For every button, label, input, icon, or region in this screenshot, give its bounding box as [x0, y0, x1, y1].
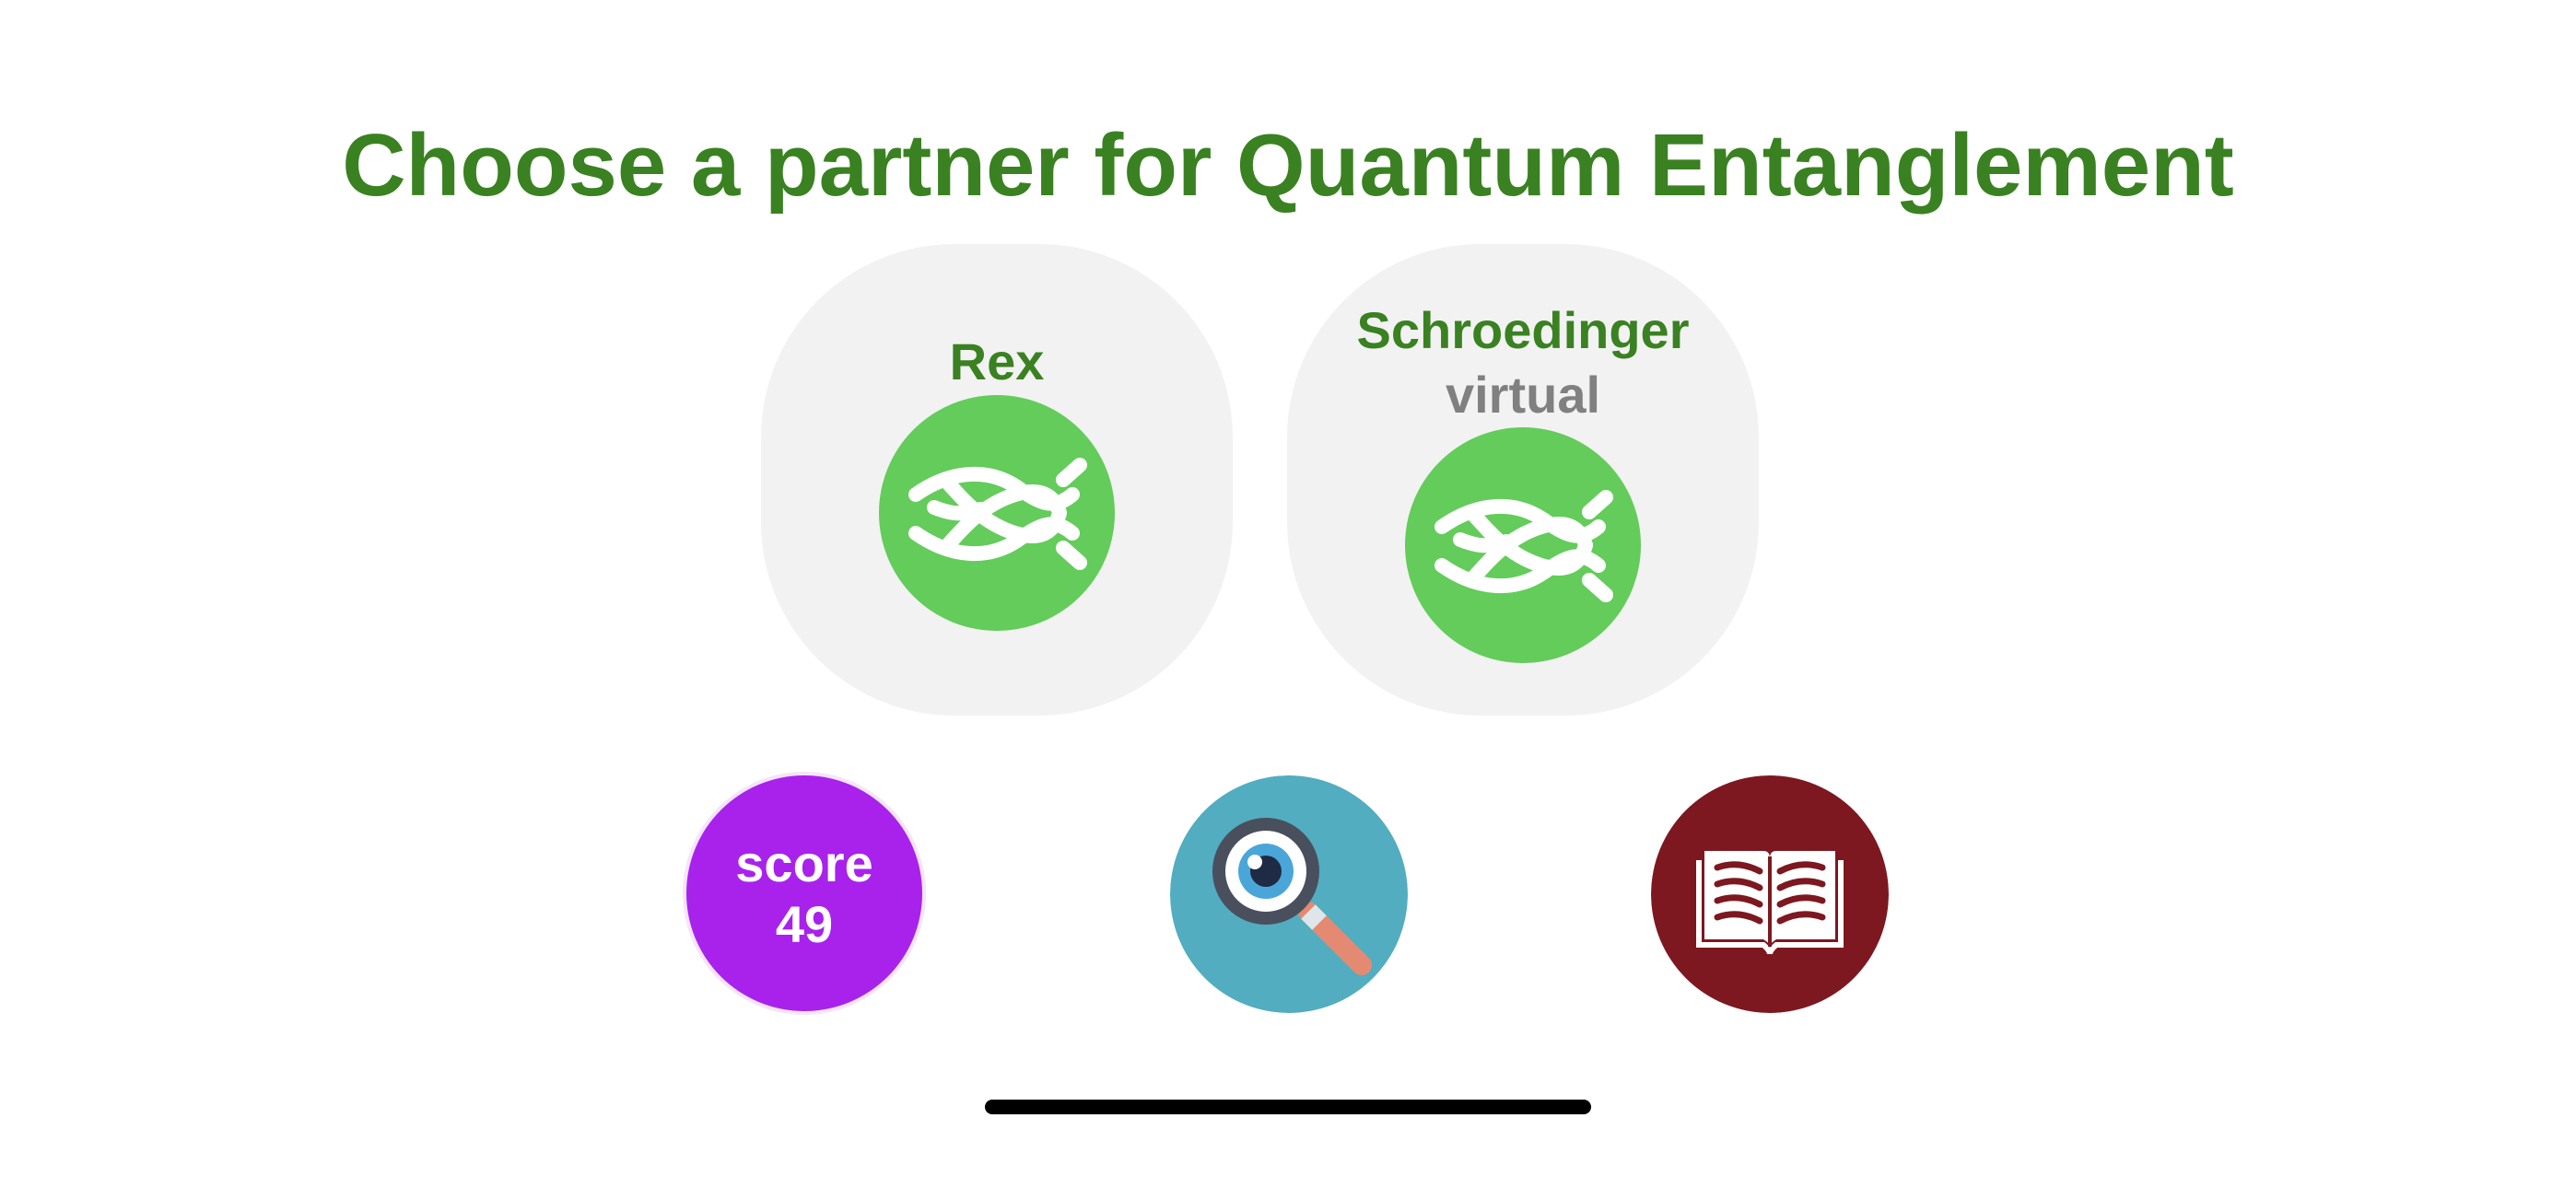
- score-button[interactable]: score 49: [686, 775, 922, 1011]
- knot-icon: [879, 395, 1115, 631]
- partner-name: Rex: [949, 332, 1045, 390]
- magnifier-eye-icon: [1170, 775, 1408, 1013]
- knot-icon: [1405, 427, 1641, 663]
- partner-card-schroedinger[interactable]: Schroedinger virtual: [1287, 244, 1759, 716]
- search-button[interactable]: [1170, 775, 1408, 1013]
- partner-card-rex[interactable]: Rex: [761, 244, 1233, 716]
- open-book-icon: [1651, 775, 1889, 1013]
- partner-name: Schroedinger: [1356, 301, 1690, 359]
- home-indicator[interactable]: [985, 1100, 1591, 1114]
- page-title: Choose a partner for Quantum Entanglemen…: [342, 116, 2234, 215]
- partner-subtitle: virtual: [1445, 366, 1601, 424]
- score-label: score: [735, 834, 873, 892]
- book-button[interactable]: [1651, 775, 1889, 1013]
- score-value: 49: [775, 895, 834, 953]
